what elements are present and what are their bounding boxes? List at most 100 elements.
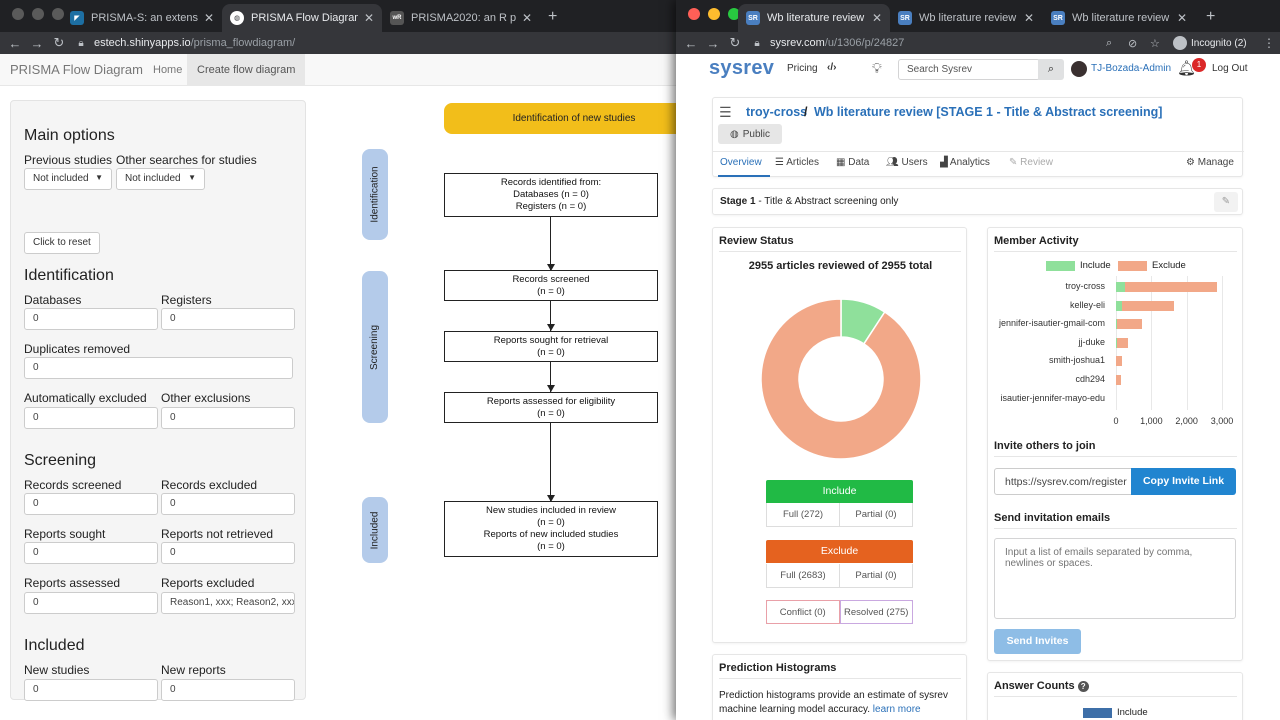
help-question-icon[interactable]: ? <box>1077 681 1089 692</box>
window-controls <box>688 8 740 20</box>
reports-assessed-input[interactable]: 0 <box>24 592 158 614</box>
invite-title: Invite others to join <box>994 440 1096 452</box>
reports-sought-input[interactable]: 0 <box>24 542 158 564</box>
minimize-window-button[interactable] <box>708 8 720 20</box>
nav-create-flow-diagram[interactable]: Create flow diagram <box>187 54 306 86</box>
learn-more-link[interactable]: learn more <box>872 704 921 715</box>
incognito-indicator[interactable]: Incognito (2) <box>1173 36 1247 50</box>
new-reports-input[interactable]: 0 <box>161 679 295 701</box>
eye-off-icon[interactable]: ⊘ <box>1128 37 1138 50</box>
app-brand[interactable]: PRISMA Flow Diagram <box>10 62 143 77</box>
back-arrow-icon[interactable]: ← <box>8 35 22 51</box>
include-full-button[interactable]: Full (272) <box>782 509 824 520</box>
close-tab-icon[interactable]: ✕ <box>203 11 214 25</box>
forward-arrow-icon[interactable]: → <box>706 35 720 51</box>
user-link[interactable]: TJ-Bozada-Admin <box>1091 63 1172 74</box>
registers-input[interactable]: 0 <box>161 308 295 330</box>
forward-arrow-icon[interactable]: → <box>30 35 44 51</box>
browser-tab-prisma2020[interactable]: wR PRISMA2020: an R package an ✕ <box>382 4 540 32</box>
emails-textarea[interactable] <box>994 538 1236 619</box>
flow-connector <box>550 301 551 331</box>
back-arrow-icon[interactable]: ← <box>684 35 698 51</box>
reload-icon[interactable]: ↻ <box>729 35 741 50</box>
tab-favicon-icon: ◤ <box>70 11 84 25</box>
browser-tab-sysrev-3[interactable]: SR Wb literature review [STAGE ✕ <box>1043 4 1195 32</box>
invite-link-input[interactable]: https://sysrev.com/register <box>994 468 1132 495</box>
zoom-icon[interactable]: ⌕ <box>1106 36 1113 49</box>
close-tab-icon[interactable]: ✕ <box>1176 11 1187 25</box>
answer-legend-label: Include <box>1117 707 1148 718</box>
x-tick-label: 2,000 <box>1175 416 1198 427</box>
browser-tab-prisma-flow[interactable]: ◍ PRISMA Flow Diagram ✕ <box>222 4 382 32</box>
browser-tab-sysrev-2[interactable]: SR Wb literature review [STAGE ✕ <box>890 4 1042 32</box>
close-tab-icon[interactable]: ✕ <box>1023 11 1034 25</box>
tab-articles[interactable]: ☰ Articles <box>775 157 819 168</box>
reset-button[interactable]: Click to reset <box>24 232 100 254</box>
other-searches-select[interactable]: Not included▼ <box>116 168 205 190</box>
search-input[interactable]: Search Sysrev <box>898 59 1040 80</box>
reports-excluded-label: Reports excluded <box>161 576 255 590</box>
url-text[interactable]: estech.shinyapps.io/prisma_flowdiagram/ <box>94 37 296 49</box>
tab-users[interactable]: 👥︎ Users <box>886 157 928 168</box>
send-invites-button[interactable]: Send Invites <box>994 629 1081 654</box>
sysrev-logo[interactable]: sysrev <box>709 57 775 79</box>
conflict-button[interactable]: Conflict (0) <box>766 600 840 624</box>
tab-overview[interactable]: Overview <box>720 157 762 168</box>
lightbulb-icon[interactable]: 💡︎ <box>872 60 882 76</box>
logout-link[interactable]: Log Out <box>1212 63 1248 74</box>
tab-data[interactable]: ▦ Data <box>836 157 870 168</box>
close-window-button[interactable] <box>688 8 700 20</box>
records-screened-input[interactable]: 0 <box>24 493 158 515</box>
reports-not-retrieved-input[interactable]: 0 <box>161 542 295 564</box>
new-studies-input[interactable]: 0 <box>24 679 158 701</box>
copy-invite-link-button[interactable]: Copy Invite Link <box>1131 468 1236 495</box>
included-pill: Included <box>362 497 388 563</box>
close-tab-icon[interactable]: ✕ <box>363 11 374 25</box>
exclude-status-label[interactable]: Exclude <box>766 540 913 563</box>
exclude-full-button[interactable]: Full (2683) <box>780 570 826 581</box>
close-window-button[interactable] <box>12 8 24 20</box>
minimize-window-button[interactable] <box>32 8 44 20</box>
duplicates-input[interactable]: 0 <box>24 357 293 379</box>
edit-pencil-button[interactable]: ✎ <box>1214 192 1238 212</box>
include-partial-button[interactable]: Partial (0) <box>839 503 912 526</box>
zoom-window-button[interactable] <box>52 8 64 20</box>
resolved-button[interactable]: Resolved (275) <box>839 600 913 624</box>
include-status-label[interactable]: Include <box>766 480 913 503</box>
reload-icon[interactable]: ↻ <box>53 35 65 50</box>
owner-link[interactable]: troy-cross <box>746 105 808 119</box>
other-exclusions-input[interactable]: 0 <box>161 407 295 429</box>
new-tab-plus-icon[interactable]: + <box>1206 8 1216 25</box>
lock-icon[interactable]: 🔒︎ <box>78 37 84 49</box>
manage-link[interactable]: ⚙ Manage <box>1186 157 1234 168</box>
project-title-link[interactable]: Wb literature review [STAGE 1 - Title & … <box>814 105 1163 119</box>
close-tab-icon[interactable]: ✕ <box>871 11 882 25</box>
search-button[interactable]: ⌕ <box>1038 59 1064 80</box>
public-visibility-button[interactable]: ◍Public <box>718 124 782 144</box>
code-icon[interactable]: ‹/› <box>827 62 837 73</box>
browser-tab-prisma-s[interactable]: ◤ PRISMA-S: an extension to the ✕ <box>62 4 222 32</box>
previous-studies-select[interactable]: Not included▼ <box>24 168 112 190</box>
user-avatar[interactable] <box>1071 61 1087 77</box>
exclude-partial-button[interactable]: Partial (0) <box>839 564 912 587</box>
pricing-link[interactable]: Pricing <box>787 63 818 74</box>
zoom-window-button[interactable] <box>728 8 740 20</box>
close-tab-icon[interactable]: ✕ <box>521 11 532 25</box>
tab-review[interactable]: ✎ Review <box>1009 157 1053 168</box>
bookmark-star-icon[interactable]: ☆ <box>1150 37 1160 50</box>
records-excluded-input[interactable]: 0 <box>161 493 295 515</box>
nav-home[interactable]: Home <box>153 64 183 76</box>
url-text[interactable]: sysrev.com/u/1306/p/24827 <box>770 37 905 49</box>
address-bar: ← → ↻ 🔒︎ estech.shinyapps.io/prisma_flow… <box>0 32 690 54</box>
bell-icon[interactable]: 🔔︎ <box>1177 60 1197 77</box>
browser-tab-sysrev-1[interactable]: SR Wb literature review [STAGE ✕ <box>738 4 890 32</box>
auto-excluded-input[interactable]: 0 <box>24 407 158 429</box>
tab-favicon-icon: wR <box>390 11 404 25</box>
tab-analytics[interactable]: ▟ Analytics <box>940 157 990 168</box>
new-tab-plus-icon[interactable]: + <box>548 8 558 25</box>
reports-excluded-input[interactable]: Reason1, xxx; Reason2, xxx <box>161 592 295 614</box>
databases-input[interactable]: 0 <box>24 308 158 330</box>
lock-icon[interactable]: 🔒︎ <box>754 37 760 49</box>
flow-connector <box>550 217 551 271</box>
browser-menu-icon[interactable]: ⋮ <box>1263 36 1275 50</box>
